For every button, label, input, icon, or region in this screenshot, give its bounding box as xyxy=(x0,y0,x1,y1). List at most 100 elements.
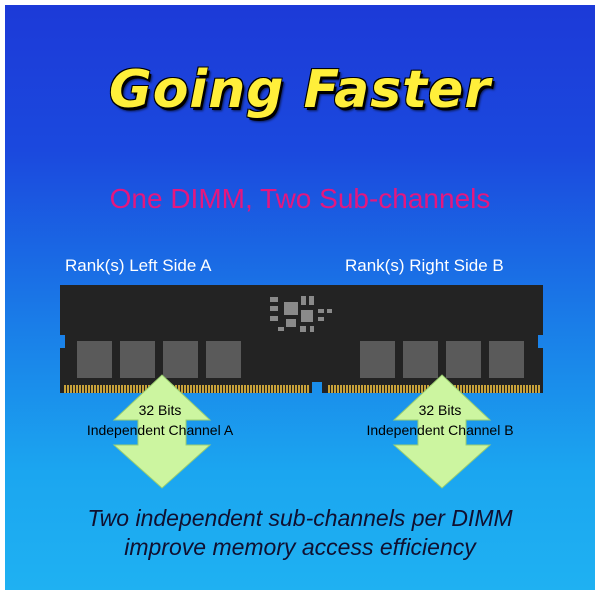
component xyxy=(301,310,313,322)
dram-chip xyxy=(446,341,481,378)
contact-pin xyxy=(502,385,504,393)
contact-pin xyxy=(124,385,126,393)
caption-line-1: Two independent sub-channels per DIMM xyxy=(87,505,513,531)
contact-pin xyxy=(286,385,288,393)
contact-pin xyxy=(238,385,240,393)
contact-pin xyxy=(421,385,423,393)
contact-pin xyxy=(250,385,252,393)
contact-pin xyxy=(472,385,474,393)
contact-pin xyxy=(205,385,207,393)
component xyxy=(310,326,314,332)
contact-pin xyxy=(388,385,390,393)
contact-pin xyxy=(415,385,417,393)
contact-pin xyxy=(484,385,486,393)
contact-pin xyxy=(244,385,246,393)
contact-pin xyxy=(376,385,378,393)
contact-pin xyxy=(199,385,201,393)
contact-pin xyxy=(115,385,117,393)
contact-pin xyxy=(109,385,111,393)
contact-pin xyxy=(367,385,369,393)
channel-a-label: 32 Bits Independent Channel A xyxy=(60,400,260,440)
channel-b-label: 32 Bits Independent Channel B xyxy=(340,400,540,440)
contact-pin xyxy=(268,385,270,393)
memory-module-icon xyxy=(60,285,543,393)
contact-pin xyxy=(394,385,396,393)
contact-pin xyxy=(379,385,381,393)
contact-pin xyxy=(364,385,366,393)
contact-pin xyxy=(493,385,495,393)
contact-pin xyxy=(235,385,237,393)
contact-pin xyxy=(331,385,333,393)
contact-pin xyxy=(241,385,243,393)
contact-pin xyxy=(487,385,489,393)
contact-pin xyxy=(271,385,273,393)
double-arrow-icon xyxy=(112,374,212,489)
contact-pin xyxy=(478,385,480,393)
component xyxy=(278,327,284,331)
component xyxy=(284,302,298,315)
contact-pin xyxy=(262,385,264,393)
contact-pin xyxy=(97,385,99,393)
contact-pin xyxy=(508,385,510,393)
dram-chip xyxy=(360,341,395,378)
contact-pin xyxy=(526,385,528,393)
contact-pin xyxy=(349,385,351,393)
contact-pin xyxy=(88,385,90,393)
slide-caption: Two independent sub-channels per DIMM im… xyxy=(0,504,600,562)
contact-pin xyxy=(343,385,345,393)
contact-pin xyxy=(418,385,420,393)
contact-pin xyxy=(121,385,123,393)
contact-pin xyxy=(505,385,507,393)
dram-chip xyxy=(206,341,241,378)
contact-pin xyxy=(277,385,279,393)
contact-pin xyxy=(334,385,336,393)
contact-pin xyxy=(181,385,183,393)
contact-pin xyxy=(304,385,306,393)
channel-a-name: Independent Channel A xyxy=(86,422,234,438)
contact-pin xyxy=(511,385,513,393)
contact-pin xyxy=(289,385,291,393)
contact-pin xyxy=(457,385,459,393)
contact-pin xyxy=(208,385,210,393)
dram-chip xyxy=(163,341,198,378)
channel-b-bits: 32 Bits xyxy=(418,402,462,418)
contact-pin xyxy=(136,385,138,393)
contact-pin xyxy=(538,385,540,393)
contact-pin xyxy=(217,385,219,393)
contact-pin xyxy=(196,385,198,393)
contact-pin xyxy=(91,385,93,393)
channel-a-bits: 32 Bits xyxy=(138,402,182,418)
contact-pin xyxy=(358,385,360,393)
contact-pin xyxy=(280,385,282,393)
contact-pin xyxy=(301,385,303,393)
contact-pin xyxy=(247,385,249,393)
contact-pin xyxy=(460,385,462,393)
contact-pin xyxy=(94,385,96,393)
contact-pin xyxy=(211,385,213,393)
contact-pin xyxy=(370,385,372,393)
component xyxy=(270,316,278,321)
pmic-cluster xyxy=(270,296,332,332)
contact-pin xyxy=(412,385,414,393)
contact-pin xyxy=(340,385,342,393)
contact-pin xyxy=(85,385,87,393)
contact-pin xyxy=(202,385,204,393)
contact-pin xyxy=(145,385,147,393)
contact-pin xyxy=(103,385,105,393)
contact-pin xyxy=(142,385,144,393)
contact-pin xyxy=(223,385,225,393)
contact-pin xyxy=(193,385,195,393)
contact-pin xyxy=(73,385,75,393)
chips-left xyxy=(77,341,241,378)
contact-pin xyxy=(220,385,222,393)
contact-pin xyxy=(130,385,132,393)
contact-pin xyxy=(298,385,300,393)
contact-pin xyxy=(79,385,81,393)
slide-title: Going Faster xyxy=(109,60,491,120)
slide-subtitle: One DIMM, Two Sub-channels xyxy=(109,183,491,214)
contact-pin xyxy=(214,385,216,393)
double-arrow-icon xyxy=(392,374,492,489)
contact-pin xyxy=(253,385,255,393)
rank-left-label: Rank(s) Left Side A xyxy=(65,256,212,275)
